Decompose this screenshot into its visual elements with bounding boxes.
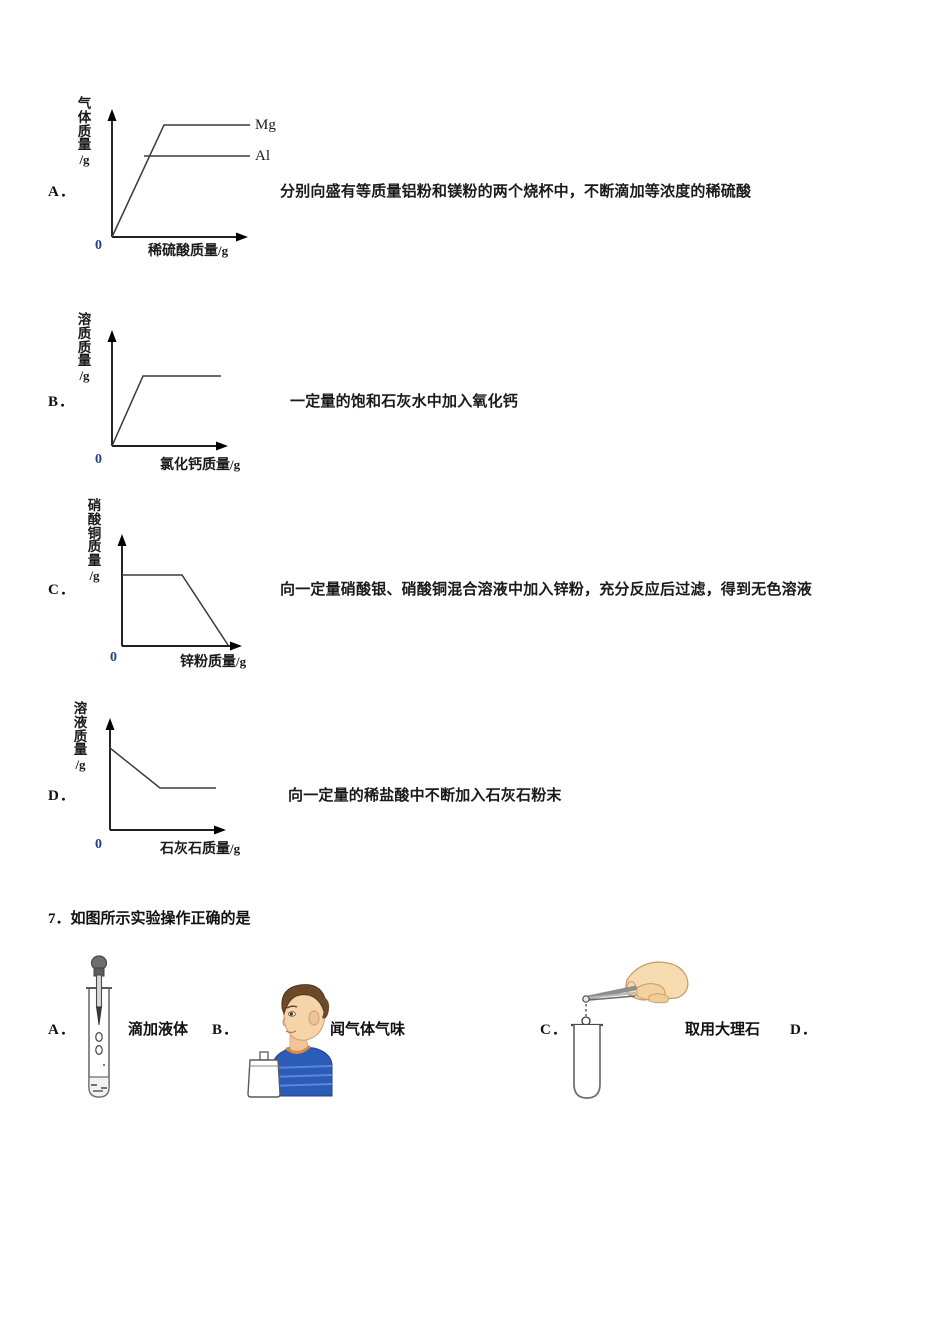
chart-d [98,712,358,842]
chart-c [110,528,370,663]
figure-letter-c: C． [540,1022,568,1038]
x-text: 锌粉质量 [180,654,236,670]
option-letter-a: A． [48,184,76,200]
question-7-heading: 7．如图所示实验操作正确的是 [48,907,251,928]
chart-b-origin-label: 0 [95,452,102,467]
chart-d-origin-label: 0 [95,837,102,852]
figure-letter-d: D． [790,1022,818,1038]
chart-b-x-axis-label: 氯化钙质量/g [160,454,240,474]
y-char: 液 [73,714,88,731]
x-unit: /g [230,841,241,856]
y-char: 量 [77,353,92,370]
tweezers-dropping-marble-icon [565,952,695,1102]
x-unit: /g [218,243,229,258]
x-text: 石灰石质量 [160,841,230,857]
option-description-c: 向一定量硝酸银、硝酸铜混合溶液中加入锌粉，充分反应后过滤，得到无色溶液 [280,580,813,598]
option-description-d: 向一定量的稀盐酸中不断加入石灰石粉末 [288,786,562,804]
x-text: 氯化钙质量 [160,457,230,473]
option-row-c: C． 硝 酸 铜 质 量 /g 0 锌粉质量/g 向一定量硝酸银、硝酸铜混合溶液… [0,498,950,675]
figure-letter-b: B． [212,1022,240,1038]
y-char: 铜 [87,525,102,542]
x-unit: /g [230,457,241,472]
question-7-prompt: 如图所示实验操作正确的是 [70,909,251,927]
y-char: 质 [77,123,92,140]
x-text: 稀硫酸质量 [148,243,218,259]
option-letter-d: D． [48,788,76,804]
chart-a-origin-label: 0 [95,238,102,253]
y-unit: /g [89,567,100,583]
y-unit: /g [79,368,90,384]
y-char: 质 [77,325,92,342]
chart-b [100,324,360,454]
y-char: 硝 [87,498,102,514]
chart-c-x-axis-label: 锌粉质量/g [180,651,246,671]
dropper-in-test-tube-icon [76,955,122,1100]
y-char: 质 [87,539,102,556]
option-row-a: A． 气 体 质 量 /g Mg Al 0 [0,95,950,270]
option-letter-c: C． [48,582,76,598]
figure-caption-a: 滴加液体 [128,1020,189,1038]
chart-a-y-axis-label: 气 体 质 量 /g [76,96,93,168]
y-char: 质 [77,339,92,356]
option-description-a: 分别向盛有等质量铝粉和镁粉的两个烧杯中，不断滴加等浓度的稀硫酸 [280,182,752,200]
option-row-d: D． 溶 液 质 量 /g 0 石灰石质量/g 向一定量的稀盐酸中不断加入石灰石… [0,700,950,865]
y-char: 质 [73,728,88,745]
chart-a-series-label-al: Al [255,148,270,164]
y-unit: /g [75,757,86,773]
y-char: 量 [87,553,102,570]
y-char: 酸 [87,511,102,528]
chart-c-y-axis-label: 硝 酸 铜 质 量 /g [86,498,103,583]
option-description-b: 一定量的饱和石灰水中加入氧化钙 [290,392,519,410]
figure-caption-c: 取用大理石 [685,1020,761,1038]
chart-a [100,103,360,243]
chart-d-y-axis-label: 溶 液 质 量 /g [72,701,89,773]
y-char: 量 [77,137,92,154]
question-7-number: 7． [48,911,71,927]
option-letter-b: B． [48,394,76,410]
boy-smelling-bottle-icon [240,978,336,1098]
y-char: 溶 [73,701,88,717]
chart-a-x-axis-label: 稀硫酸质量/g [148,240,228,260]
figure-caption-b: 闻气体气味 [330,1020,406,1038]
y-unit: /g [79,152,90,168]
option-row-b: B． 溶 质 质 量 /g 0 氯化钙质量/g 一定量的饱和石灰水中加入氧化钙 [0,312,950,477]
x-unit: /g [236,654,247,669]
y-char: 溶 [77,312,92,328]
figure-letter-a: A． [48,1022,76,1038]
chart-a-series-label-mg: Mg [255,117,276,133]
chart-c-origin-label: 0 [110,650,117,665]
chart-d-x-axis-label: 石灰石质量/g [160,838,240,858]
y-char: 体 [77,109,92,126]
chart-b-y-axis-label: 溶 质 质 量 /g [76,312,93,384]
y-char: 量 [73,742,88,759]
y-char: 气 [77,96,92,112]
